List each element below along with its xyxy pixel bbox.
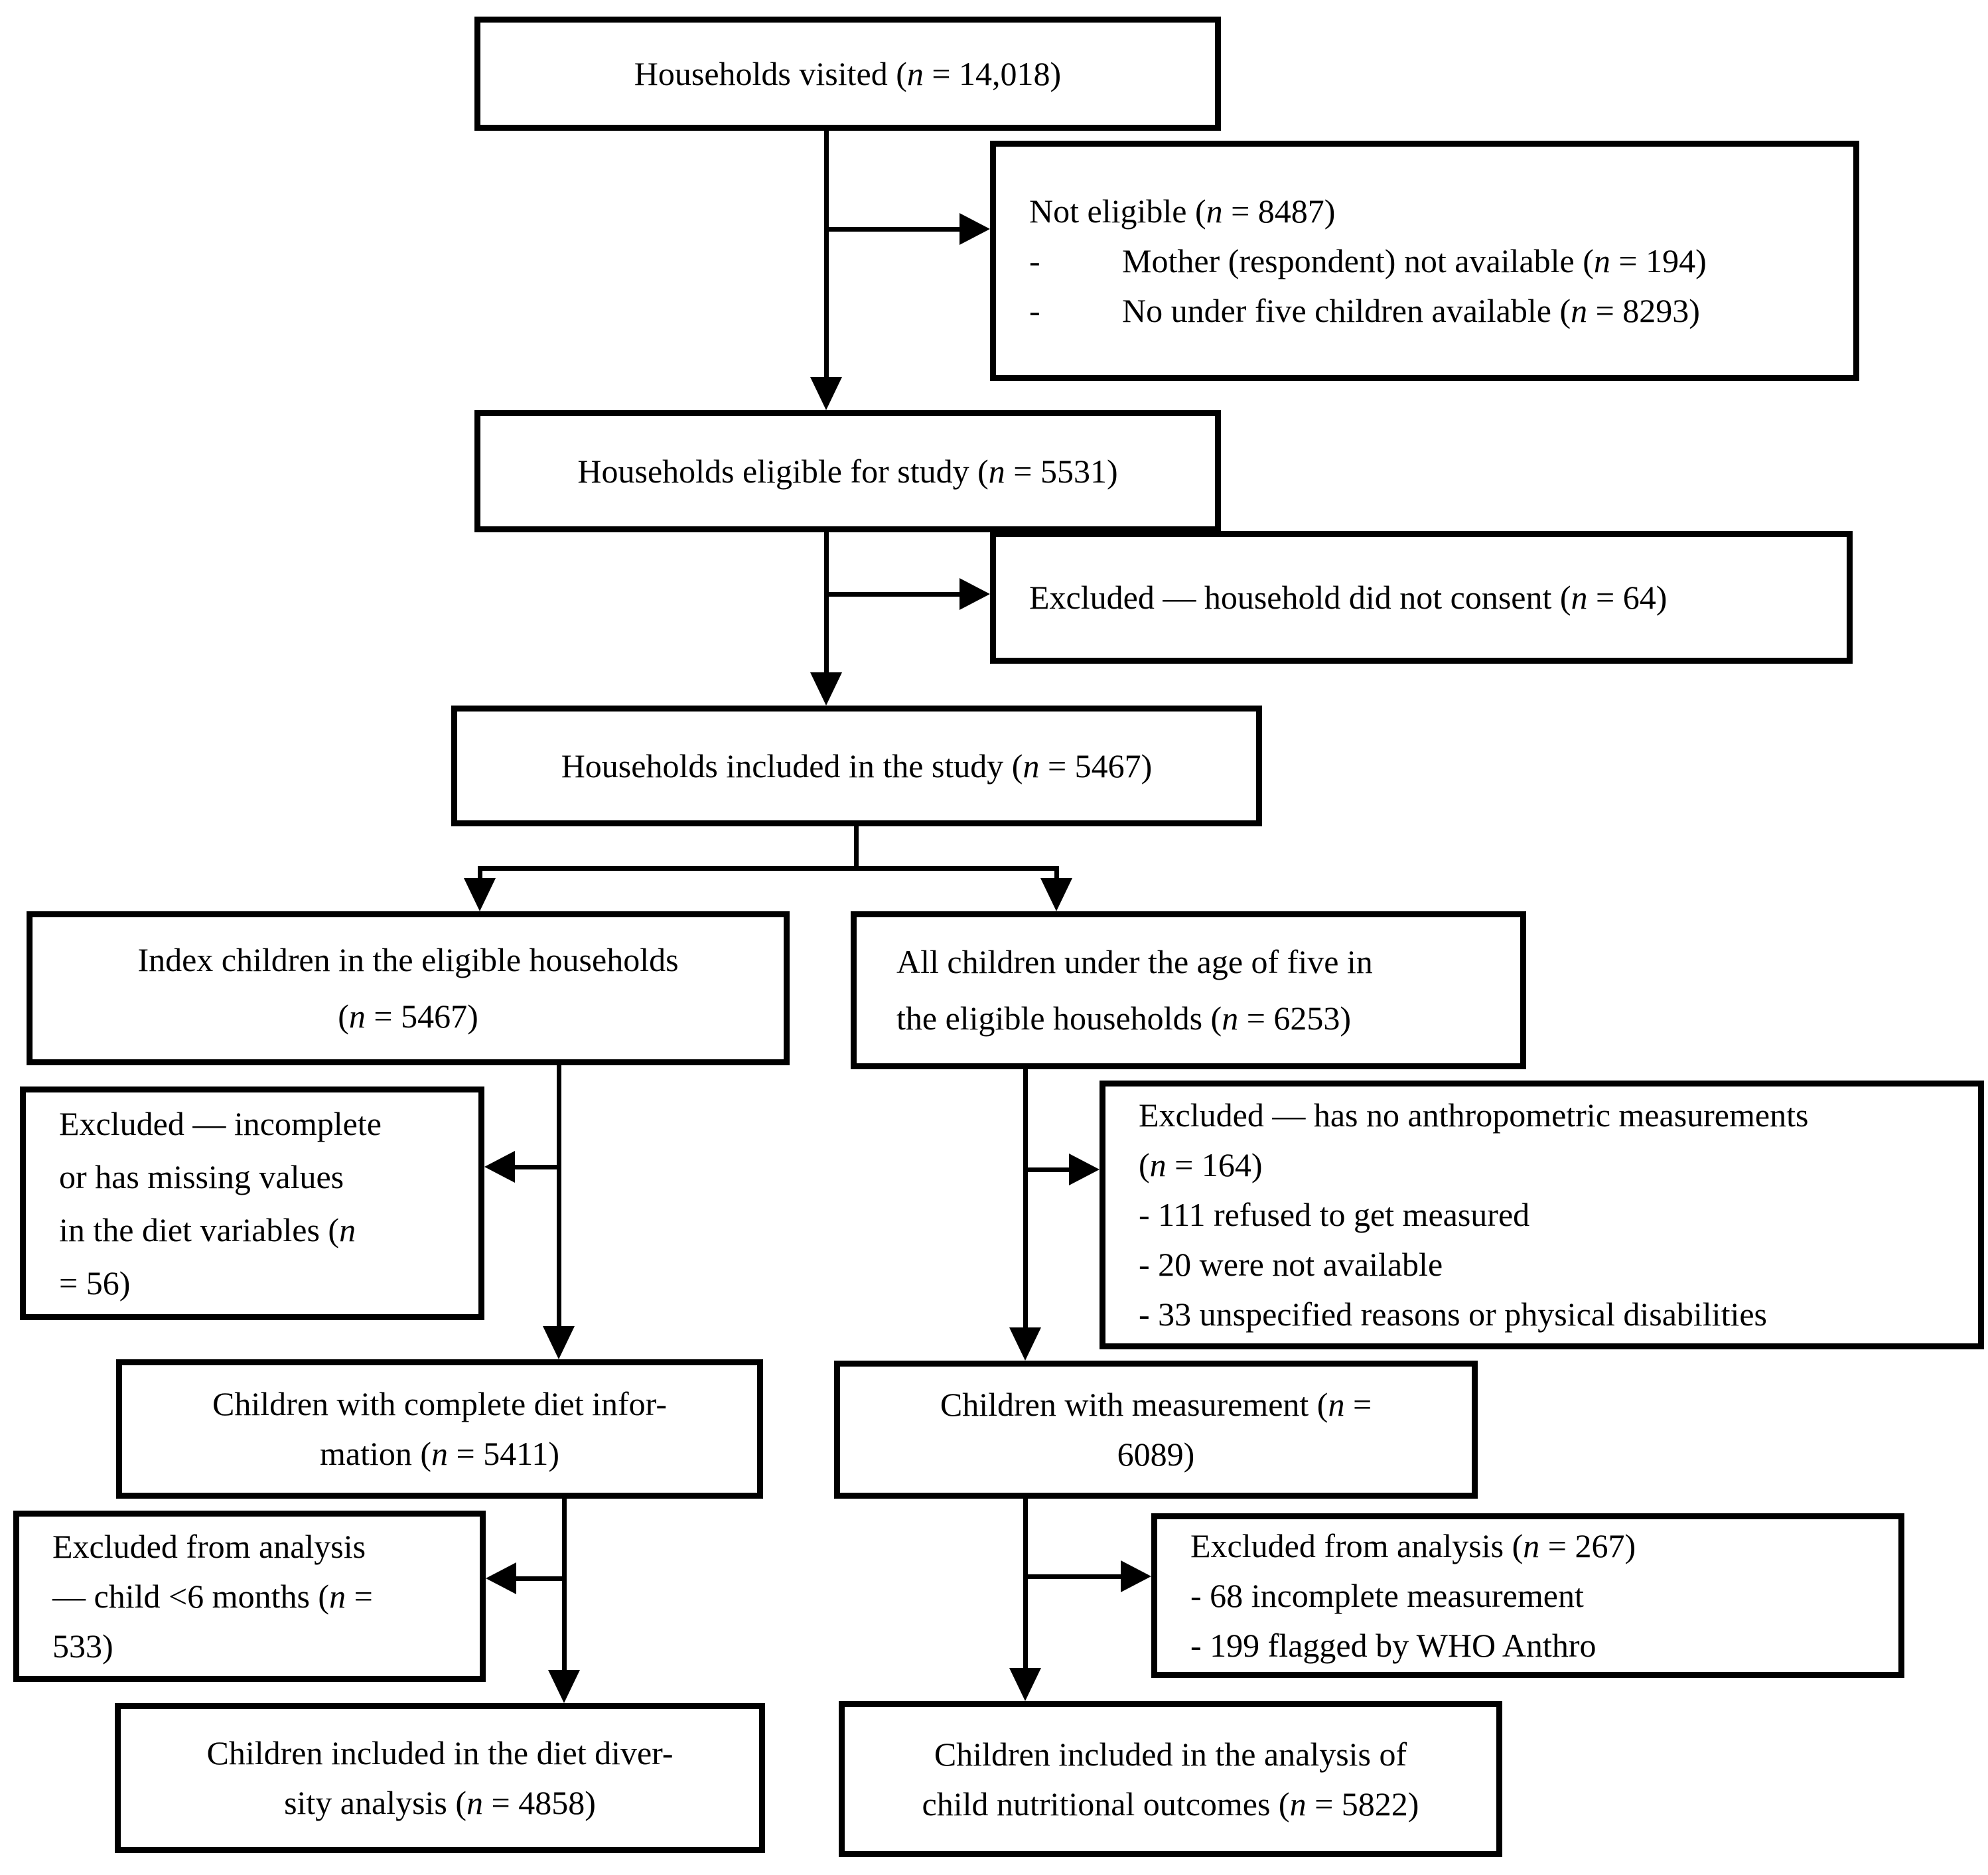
arrowhead-into-excluded-analysis [1121,1560,1151,1592]
connector-measurement-to-outcomes [1023,1499,1028,1669]
box-children-diet-text: Children with complete diet infor- matio… [212,1385,667,1472]
box-nutritional-outcomes-text: Children included in the analysis of chi… [922,1735,1419,1823]
box-all-children-text: All children under the age of five in th… [896,943,1373,1037]
box-households-eligible: Households eligible for study (n = 5531) [474,410,1221,532]
box-excluded-six-months-text: Excluded from analysis — child <6 months… [52,1527,373,1665]
connector-split-right-drop [1054,866,1059,881]
arrowhead-into-households-eligible [810,377,842,410]
connector-allchildren-to-measurement [1023,1069,1028,1329]
arrowhead-into-households-included [810,672,842,706]
box-excluded-consent-text: Excluded — household did not consent (n … [1029,578,1668,616]
box-diet-diversity-text: Children included in the diet diver- sit… [206,1734,674,1821]
box-households-included: Households included in the study (n = 54… [451,706,1262,826]
box-excluded-diet-text: Excluded — incomplete or has missing val… [59,1105,382,1302]
arrowhead-into-excluded-six-months [486,1562,516,1594]
box-children-diet: Children with complete diet infor- matio… [116,1359,763,1499]
box-children-measurement: Children with measurement (n = 6089) [834,1361,1478,1499]
box-index-children: Index children in the eligible household… [27,911,790,1065]
box-all-children: All children under the age of five in th… [851,911,1526,1069]
arrowhead-into-children-measurement [1009,1327,1041,1361]
connector-branch-excluded-analysis [1025,1574,1121,1579]
box-households-included-text: Households included in the study (n = 54… [561,747,1153,785]
connector-index-to-diet-info [557,1065,561,1327]
box-not-eligible-bullet-1: Mother (respondent) not available (n = 1… [1122,242,1707,279]
arrowhead-into-nutritional-outcomes [1009,1668,1041,1701]
arrowhead-into-not-eligible [959,213,990,245]
connector-included-down [854,826,859,871]
arrowhead-into-children-diet [543,1326,575,1359]
arrowhead-into-index-children [464,878,496,911]
box-not-eligible-bullet-row-1: - Mother (respondent) not available (n =… [1029,236,1833,286]
box-not-eligible-bullet-row-2: - No under five children available (n = … [1029,286,1833,336]
box-excluded-diet: Excluded — incomplete or has missing val… [20,1087,484,1320]
box-households-visited-text: Households visited (n = 14,018) [634,54,1062,92]
connector-split-left-drop [478,866,482,881]
connector-split-horizontal [478,866,1058,871]
connector-branch-excluded-consent [824,592,963,597]
arrowhead-into-excluded-anthro [1069,1154,1100,1185]
arrowhead-into-excluded-diet [484,1151,515,1183]
box-excluded-anthro: Excluded — has no anthropometric measure… [1100,1081,1984,1349]
connector-visited-to-eligible [824,129,829,380]
arrowhead-into-excluded-consent [959,578,990,610]
box-index-children-text: Index children in the eligible household… [137,941,679,1035]
box-excluded-consent: Excluded — household did not consent (n … [990,531,1853,664]
connector-eligible-to-included [824,532,829,675]
arrowhead-into-diet-diversity [548,1670,580,1703]
box-excluded-six-months: Excluded from analysis — child <6 months… [13,1511,486,1682]
box-children-measurement-text: Children with measurement (n = 6089) [940,1386,1372,1473]
bullet-marker: - [1029,291,1040,329]
connector-branch-excluded-diet [515,1165,559,1169]
box-excluded-analysis-text: Excluded from analysis (n = 267) - 68 in… [1190,1527,1636,1664]
connector-branch-excluded-six-months [516,1576,564,1581]
box-not-eligible-bullet-2: No under five children available (n = 82… [1122,291,1700,329]
bullet-marker: - [1029,242,1040,279]
box-households-eligible-text: Households eligible for study (n = 5531) [577,452,1118,490]
box-excluded-anthro-text: Excluded — has no anthropometric measure… [1139,1096,1809,1333]
box-not-eligible: Not eligible (n = 8487) - Mother (respon… [990,141,1859,381]
arrowhead-into-all-children [1040,878,1072,911]
box-nutritional-outcomes: Children included in the analysis of chi… [839,1701,1502,1857]
box-not-eligible-title: Not eligible (n = 8487) [1029,192,1336,230]
box-households-visited: Households visited (n = 14,018) [474,17,1221,131]
connector-dietinfo-to-diversity [562,1499,567,1671]
box-excluded-analysis: Excluded from analysis (n = 267) - 68 in… [1151,1513,1904,1678]
connector-branch-excluded-anthro [1025,1167,1069,1172]
box-diet-diversity: Children included in the diet diver- sit… [115,1703,765,1853]
connector-branch-not-eligible [824,227,963,232]
